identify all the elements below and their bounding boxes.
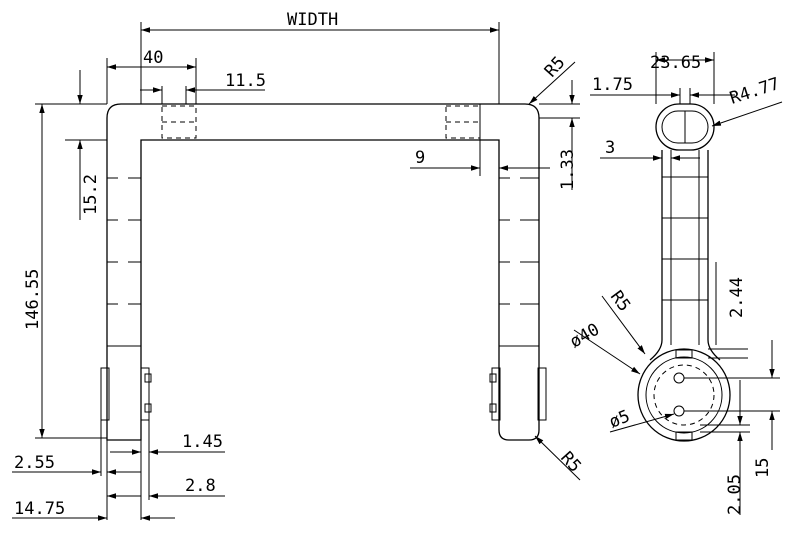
hub-circle [637, 348, 731, 442]
dim-40: 40 [143, 48, 163, 68]
mount-plate-right [491, 367, 501, 421]
dim-r5-side: R5 [606, 287, 634, 315]
dim-r5-bottom: R5 [556, 448, 585, 477]
dim-3: 3 [605, 138, 615, 158]
front-view [100, 103, 547, 441]
arm-left-edge [649, 150, 663, 361]
front-dimensions: WIDTH 40 11.5 15.2 146.55 2.55 [12, 10, 585, 521]
dim-1-45: 1.45 [182, 432, 223, 452]
dim-2-44: 2.44 [727, 277, 747, 318]
dim-11-5: 11.5 [225, 71, 266, 91]
handle-outline [106, 103, 540, 441]
hole-top [673, 372, 685, 384]
dim-1-33: 1.33 [558, 149, 578, 190]
width-label: WIDTH [287, 10, 338, 30]
left-leg-ribs [107, 177, 141, 347]
dim-23-65: 23.65 [650, 53, 701, 73]
dim-2-55: 2.55 [14, 453, 55, 473]
side-dimensions: 23.65 1.75 R4.77 3 2.44 R5 ø40 ø5 15 [567, 52, 782, 515]
arm-ribs [662, 176, 708, 301]
dim-15: 15 [753, 458, 773, 478]
right-leg-ribs [499, 177, 539, 347]
hub-hidden-circle [653, 364, 715, 426]
dim-dia-40: ø40 [567, 320, 604, 353]
dim-2-05: 2.05 [725, 474, 745, 515]
dim-15-2: 15.2 [81, 174, 101, 215]
dim-2-8: 2.8 [185, 476, 216, 496]
mount-plate-left [100, 367, 110, 421]
dim-r4-77: R4.77 [727, 74, 782, 109]
dim-r5-top: R5 [541, 53, 570, 82]
dim-146-55: 146.55 [23, 269, 43, 330]
dim-1-75: 1.75 [592, 75, 633, 95]
grip-loop [655, 103, 715, 151]
hidden-slot-left [161, 105, 197, 139]
dim-dia-5: ø5 [606, 406, 632, 432]
dim-14-75: 14.75 [14, 499, 65, 519]
dim-9: 9 [415, 148, 425, 168]
arm-right-edge [707, 150, 721, 361]
hole-bottom [673, 405, 685, 417]
